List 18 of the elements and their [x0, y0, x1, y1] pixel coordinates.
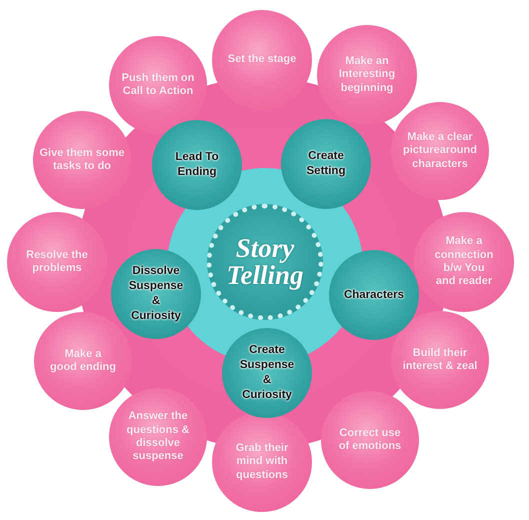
stage-label: Lead To Ending — [174, 150, 220, 180]
tip-text: Grab their mind with questions — [234, 442, 290, 482]
tip-text: Answer the questions & dissolve suspense — [126, 410, 190, 464]
tip-text: Make a connection b/w You and reader — [434, 235, 494, 289]
tip-text: Push them on Call to Action — [120, 72, 196, 98]
tip-text: Make a good ending — [49, 348, 117, 374]
tip-text: Resolve the problems — [25, 248, 89, 276]
stage-label: Create Setting — [306, 149, 346, 179]
central-title: Story Telling — [225, 235, 305, 289]
tip-text: Give them some tasks to do — [38, 146, 126, 174]
stage-label: Characters — [342, 288, 406, 302]
tip-text: Build their interest & zeal — [402, 346, 478, 374]
tip-text: Set the stage — [226, 53, 298, 67]
stage-label: Create Suspense & Curiosity — [239, 343, 295, 403]
tip-text: Make an Interesting beginning — [338, 54, 396, 96]
tip-text: Correct use of emotions — [338, 426, 402, 454]
stage-label: Dissolve Suspense & Curiosity — [128, 264, 184, 324]
tip-text: Make a clear picturearound characters — [402, 130, 478, 172]
